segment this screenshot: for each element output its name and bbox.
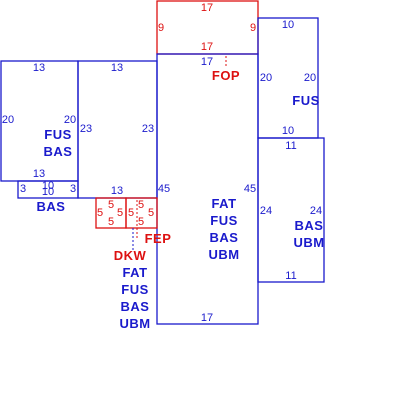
fep-dim-8: 5 — [138, 216, 144, 228]
bas-strip-outline — [17, 180, 79, 199]
main-label-fus: FUS — [210, 213, 238, 228]
main-section-outline — [156, 53, 259, 325]
right-lower-bottom-dim: 11 — [285, 270, 296, 282]
right-lower-label-bas: BAS — [295, 218, 324, 233]
bas-strip-top-dim: 10 — [42, 180, 54, 192]
left-upper-bottom-dim: 13 — [33, 168, 45, 180]
left-upper-label-fus: FUS — [44, 127, 72, 142]
fep-dim-1: 5 — [108, 199, 114, 211]
fep-dim-5: 5 — [138, 199, 144, 211]
main-label-ubm: UBM — [208, 247, 239, 262]
fep-dim-6: 5 — [128, 207, 134, 219]
fep-dim-3: 5 — [117, 207, 123, 219]
fep-label: FEP — [145, 231, 172, 246]
dkw-label-ubm: UBM — [119, 316, 150, 331]
fep-dim-7: 5 — [148, 207, 154, 219]
dkw-label-fat: FAT — [122, 265, 147, 280]
right-lower-outline — [257, 137, 325, 283]
right-upper-bottom-dim: 10 — [282, 125, 294, 137]
fep-dim-2: 5 — [97, 207, 103, 219]
fop-label: FOP — [212, 68, 240, 83]
right-lower-label-ubm: UBM — [293, 235, 324, 250]
top-section-right-dim: 9 — [250, 22, 256, 34]
dkw-label: DKW — [114, 248, 147, 263]
right-upper-right-dim: 20 — [304, 72, 316, 84]
right-upper-label: FUS — [292, 93, 320, 108]
right-lower-left-dim: 24 — [260, 205, 272, 217]
fep-dim-4: 5 — [108, 216, 114, 228]
right-lower-top-dim: 11 — [285, 140, 296, 152]
dkw-label-bas: BAS — [121, 299, 150, 314]
main-section-left-dim: 45 — [158, 183, 170, 195]
left-middle-left-dim: 23 — [80, 123, 92, 135]
top-section-left-dim: 9 — [158, 22, 164, 34]
left-upper-label-bas: BAS — [44, 144, 73, 159]
bas-strip-label: BAS — [37, 199, 66, 214]
bas-strip-bottom-dim: 10 — [42, 186, 54, 198]
right-lower-right-dim: 24 — [310, 205, 322, 217]
right-upper-left-dim: 20 — [260, 72, 272, 84]
left-middle-right-dim: 23 — [142, 123, 154, 135]
main-label-bas: BAS — [210, 230, 239, 245]
main-label-fat: FAT — [211, 196, 236, 211]
bas-strip-left-dim: 3 — [20, 183, 26, 195]
main-section-top-dim: 17 — [201, 56, 213, 68]
left-middle-top-dim: 13 — [111, 62, 123, 74]
left-upper-left-dim: 20 — [2, 114, 14, 126]
fep-box-right — [125, 197, 158, 229]
left-upper-top-dim: 13 — [33, 62, 45, 74]
main-section-right-dim: 45 — [244, 183, 256, 195]
top-section-bottom-dim: 17 — [201, 41, 213, 53]
right-upper-top-dim: 10 — [282, 19, 294, 31]
top-section-top-dim: 17 — [201, 2, 213, 14]
dkw-label-fus: FUS — [121, 282, 149, 297]
left-upper-right-dim: 20 — [64, 114, 76, 126]
left-middle-bottom-dim: 13 — [111, 185, 123, 197]
bas-strip-right-dim: 3 — [70, 183, 76, 195]
main-section-bottom-dim: 17 — [201, 312, 213, 324]
